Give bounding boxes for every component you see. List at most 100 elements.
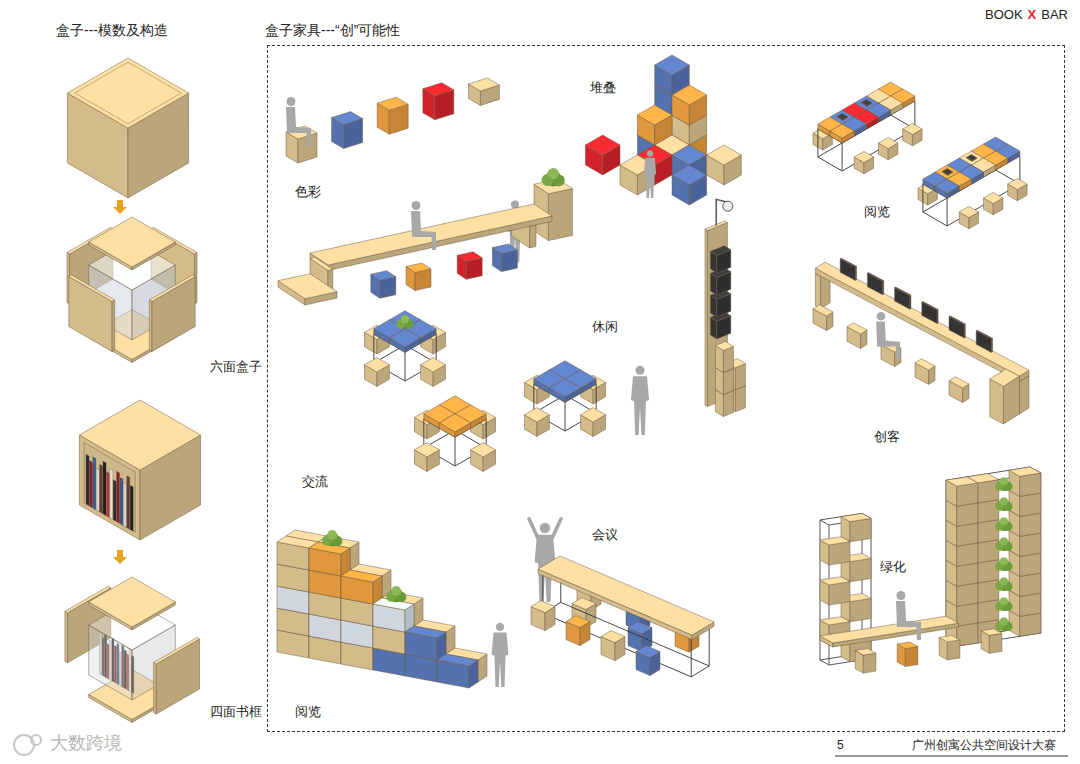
box-face [957,603,978,626]
box-face [601,631,625,643]
frame-bar [709,626,710,666]
leaf [327,530,337,540]
box [990,369,1020,424]
book [113,480,116,522]
box [897,642,918,667]
panel-heading: 盒子家具---“创”可能性 [265,22,1067,39]
book [93,457,96,510]
box-face [468,78,499,91]
box-face [829,582,850,605]
box-face [855,649,876,656]
person-head [540,523,550,533]
box [855,649,876,674]
box [915,359,935,385]
frame-bar [691,637,692,677]
box-face [957,523,978,546]
leaf [1000,517,1008,525]
box [813,305,833,331]
box-face [89,217,176,267]
box-face [525,408,550,422]
scene-label: 会议 [590,527,620,543]
person-head [635,366,644,375]
watermark-logo [31,735,41,745]
box-face [89,577,176,627]
box-face [829,542,850,565]
box [154,638,200,715]
box [69,275,115,352]
box-face [867,273,882,295]
box-face [672,85,707,105]
box-face [637,105,672,125]
box-opening [84,443,135,533]
frame-bar [455,437,456,466]
box-face [492,244,517,254]
box [365,358,390,387]
box-face [992,338,993,352]
box [840,258,856,280]
box-face [1008,178,1027,189]
plant [995,597,1012,611]
box-face [850,518,871,541]
scene-label: 交流 [300,474,330,490]
box [854,151,873,173]
book [103,461,106,515]
box [942,169,952,176]
down-arrow [113,200,127,214]
box-face [655,55,690,75]
box [710,268,730,295]
box [389,329,420,352]
box-face [942,169,952,175]
person-head [647,150,653,156]
leaf [1000,577,1008,585]
person-body [896,601,921,640]
frame-bar [373,334,374,363]
box-face [1020,513,1041,536]
box [1009,467,1041,496]
box [903,123,922,145]
box-face [820,616,959,643]
part-label: 六面盒子 [210,359,262,375]
box-face [813,305,833,316]
box [820,616,959,647]
box [707,145,742,185]
scene-label: 阅览 [293,704,323,720]
box [672,165,707,205]
scene-label: 堆叠 [588,80,618,96]
section-heading: 盒子---模数及构造 [56,22,168,39]
plant [995,617,1012,631]
box [815,262,1029,381]
box-face [723,391,733,417]
box-face [850,598,871,621]
box-face [310,257,333,270]
box-face [815,262,1029,376]
box-face [949,316,965,325]
box-face [636,646,660,658]
box [423,83,454,120]
box [837,114,847,121]
person-body [492,632,509,687]
box [879,137,898,159]
box-face [538,556,714,635]
box-face [895,287,911,296]
box-face [278,274,337,299]
scene-label: 休闲 [590,319,620,335]
box-face [976,331,991,353]
box [437,654,478,688]
box-face [572,598,596,610]
frame-bar [947,184,1020,226]
box-face [903,123,922,134]
box [715,342,733,373]
box [959,206,978,228]
box [976,330,992,352]
box-face [981,629,1002,636]
box [862,100,872,107]
footer-rule [835,756,1068,757]
box [946,477,978,506]
box-face [922,302,937,324]
box [949,377,969,403]
brand-word: X [1028,7,1037,23]
box-face [1019,376,1029,414]
person-body [644,158,656,198]
part-label: 四面书框 [210,704,262,720]
